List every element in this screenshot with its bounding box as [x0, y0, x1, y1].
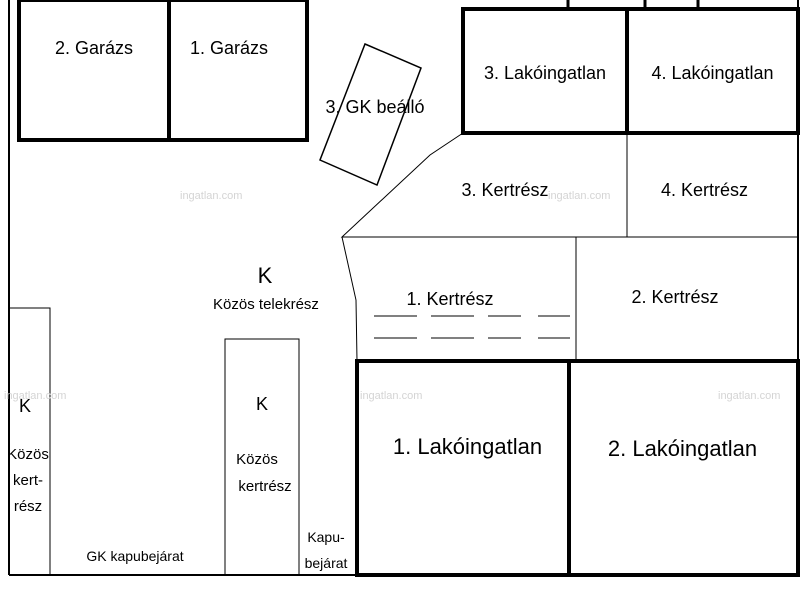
house-2-label: 2. Lakóingatlan [607, 436, 758, 461]
gate-entrance-line2: bejárat [304, 555, 348, 571]
common-lot-label: Közös telekrész [213, 296, 319, 313]
gk-parking-outline [319, 43, 422, 187]
common-lot-letter: K [257, 263, 273, 288]
gate-entrance-line1: Kapu- [307, 529, 345, 545]
mid-common-garden-line1: Közös [236, 451, 278, 468]
house-4-outline [625, 7, 800, 135]
mid-common-garden-outline [224, 338, 300, 576]
house-3-label: 3. Lakóingatlan [483, 63, 607, 83]
garden-1-label: 1. Kertrész [406, 289, 494, 309]
left-common-garden-letter: K [18, 396, 31, 416]
left-common-garden-line1: Közös [7, 446, 49, 463]
garage-1-outline [167, 0, 309, 142]
watermark: ingatlan.com [180, 190, 243, 202]
garage-1-label: 1. Garázs [189, 38, 269, 58]
left-common-garden-line3: rész [13, 498, 43, 515]
garden-4-label: 4. Kertrész [660, 180, 749, 200]
watermark: ingatlan.com [548, 190, 611, 202]
gk-parking-label: 3. GK beálló [325, 97, 425, 117]
gk-entrance-label: GK kapubejárat [86, 548, 184, 564]
watermark: ingatlan.com [360, 390, 423, 402]
mid-common-garden-line2: kertrész [238, 478, 292, 495]
watermark: ingatlan.com [4, 390, 67, 402]
garden-3-label: 3. Kertrész [461, 180, 549, 200]
house-4-label: 4. Lakóingatlan [651, 63, 774, 83]
garden-1-left-edge [341, 236, 358, 362]
garage-2-outline [17, 0, 171, 142]
house-2-outline [567, 359, 800, 577]
mid-common-garden-letter: K [255, 394, 268, 414]
watermark: ingatlan.com [718, 390, 781, 402]
left-common-garden-line2: kert- [13, 472, 43, 489]
left-common-garden-outline [9, 307, 51, 575]
garden-2-label: 2. Kertrész [631, 287, 719, 307]
garage-2-label: 2. Garázs [54, 38, 134, 58]
house-1-label: 1. Lakóingatlan [392, 434, 543, 459]
